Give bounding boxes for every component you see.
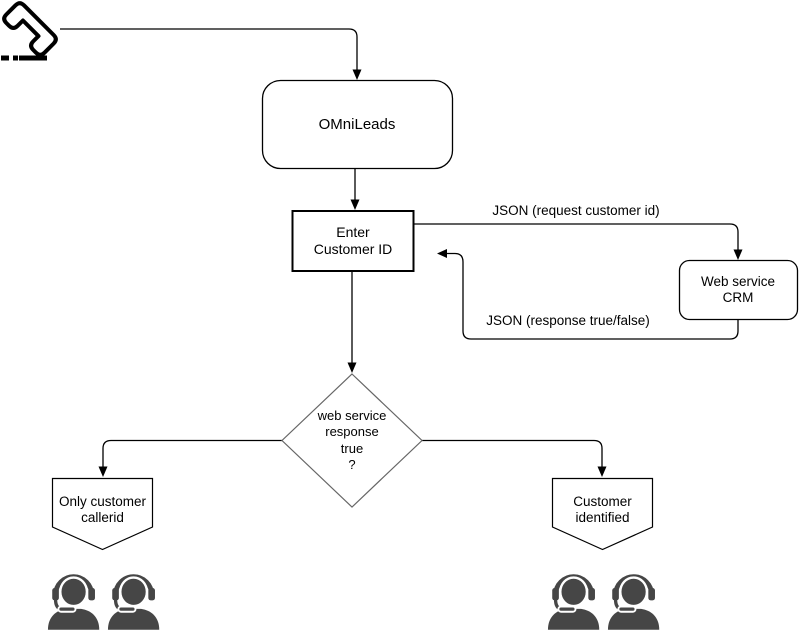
- edge-phone-to-omnileads: [60, 28, 362, 80]
- edge-decision-to-callerid: [98, 439, 282, 477]
- customer-identified-node: [551, 477, 654, 551]
- agent-icon: [548, 577, 599, 630]
- agent-icon: [108, 577, 159, 630]
- decision-diamond: [281, 373, 423, 508]
- agent-icon: [608, 577, 659, 630]
- only-customer-callerid-node: [51, 477, 154, 551]
- edge-omnileads-to-enter: [350, 168, 360, 210]
- omnileads-node: [261, 79, 454, 170]
- web-service-crm-node: [678, 259, 799, 321]
- phone-icon: [1, 1, 58, 61]
- edge-decision-to-identified: [422, 439, 607, 477]
- enter-customer-id-node: [291, 210, 415, 272]
- agent-icon: [48, 577, 99, 630]
- edge-request-json: [414, 223, 743, 260]
- edge-response-json: [437, 249, 739, 340]
- edge-enter-to-decision: [347, 271, 357, 373]
